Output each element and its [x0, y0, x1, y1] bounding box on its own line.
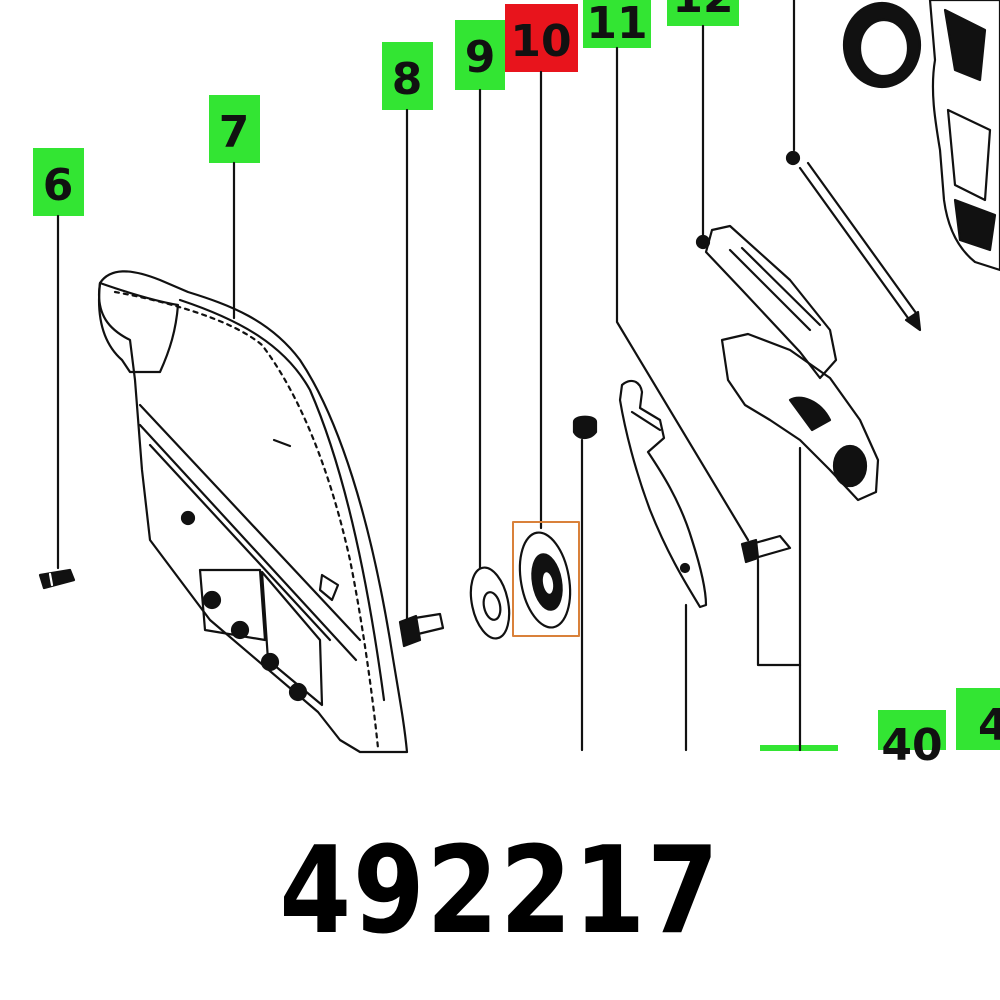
leader-lines [56, 0, 802, 752]
screw-6-body [38, 568, 76, 590]
screw-6-thread [48, 572, 54, 587]
rod-shaft-2 [806, 161, 918, 315]
guard-rail-3 [148, 443, 332, 642]
guard-hole [180, 510, 196, 526]
housing-detail-2 [946, 108, 992, 202]
callout-9-label: 9 [465, 32, 496, 83]
callout-7-box [209, 95, 260, 163]
housing-body [928, 0, 1000, 272]
bracket-slot-2 [740, 246, 822, 327]
callout-6-label: 6 [43, 160, 74, 211]
callout-12-box [667, 0, 739, 26]
callout-11-box [583, 0, 651, 48]
rod-tip [904, 310, 922, 332]
callout-41[interactable]: 41 [956, 688, 1000, 751]
flange-10-bore [540, 570, 556, 596]
guard-stud-2 [230, 620, 250, 640]
guard-back-edge [178, 298, 386, 702]
pin-body [572, 415, 598, 440]
bracket-cutout [788, 396, 832, 432]
spring-plate-hole [679, 562, 691, 574]
bracket-assembly [695, 224, 880, 564]
rod [785, 150, 922, 332]
callout-8-box [382, 42, 433, 110]
part-number: 492217 [279, 822, 721, 961]
motor-housing [842, 0, 1000, 272]
guard-arrow [318, 573, 340, 602]
spring-plate-outline [618, 379, 708, 609]
washer-9-outer [469, 566, 511, 640]
callout-9[interactable]: 9 [455, 20, 505, 90]
housing-detail-3 [953, 198, 997, 252]
callout-11[interactable]: 11 [583, 0, 651, 49]
callout-8-label: 8 [392, 54, 423, 105]
flange-10[interactable] [513, 529, 577, 632]
guard-top-cap [98, 281, 180, 374]
bracket-lower [720, 332, 880, 502]
housing-detail-1 [943, 8, 987, 82]
bracket-slot-1 [728, 248, 812, 332]
callout-11-label: 11 [586, 0, 647, 49]
guard-rail-1 [138, 403, 362, 642]
guard-window-2 [260, 570, 324, 707]
guard-window [198, 568, 267, 642]
spring-plate-fold [630, 410, 662, 432]
spring-plate [618, 379, 708, 609]
callout-40[interactable]: 40 [878, 710, 946, 771]
rod-shaft-1 [798, 166, 910, 320]
callout-10-label: 10 [510, 16, 571, 67]
callout-40-box [878, 710, 946, 750]
washer-9 [469, 566, 511, 640]
flange-screw-8 [398, 612, 445, 648]
callout-41-label: 41 [978, 700, 1000, 751]
callout-7[interactable]: 7 [209, 95, 260, 163]
guard-slot [272, 438, 292, 448]
housing-ring-inner [858, 18, 910, 78]
screw-8-head [398, 614, 422, 648]
callout-6-box [33, 148, 84, 216]
pin [572, 415, 598, 440]
bracket-plate-upper [704, 224, 838, 380]
callout-9-box [455, 20, 505, 90]
guard-inner-edge [113, 290, 380, 750]
bracket-screw-head [740, 538, 760, 564]
callout-10-box [505, 4, 578, 72]
callout-12-label: 12 [672, 0, 733, 23]
callout-12[interactable]: 12 [667, 0, 739, 26]
washer-9-inner [482, 591, 502, 621]
blade-guard-cover [97, 270, 409, 754]
callout-40-label: 40 [881, 720, 942, 771]
screw-8-shank [413, 612, 445, 636]
selected-part-box[interactable] [512, 521, 580, 637]
guard-rail-2 [138, 423, 358, 662]
callout-7-label: 7 [219, 107, 250, 158]
callout-6[interactable]: 6 [33, 148, 84, 216]
guard-outline [97, 270, 409, 754]
leader-bracket-screw [756, 558, 802, 667]
callout-10[interactable]: 10 [505, 4, 578, 72]
guard-stud-4 [288, 682, 308, 702]
guard-stud-3 [260, 652, 280, 672]
leader-11 [615, 46, 750, 542]
callout-8[interactable]: 8 [382, 42, 433, 110]
rod-end [785, 150, 801, 166]
callout-41-box [956, 688, 1000, 750]
bracket-bore [832, 444, 868, 488]
guard-stud-1 [202, 590, 222, 610]
bracket-nut [695, 234, 711, 250]
screw-6 [38, 568, 76, 590]
flange-10-outer [518, 531, 572, 629]
